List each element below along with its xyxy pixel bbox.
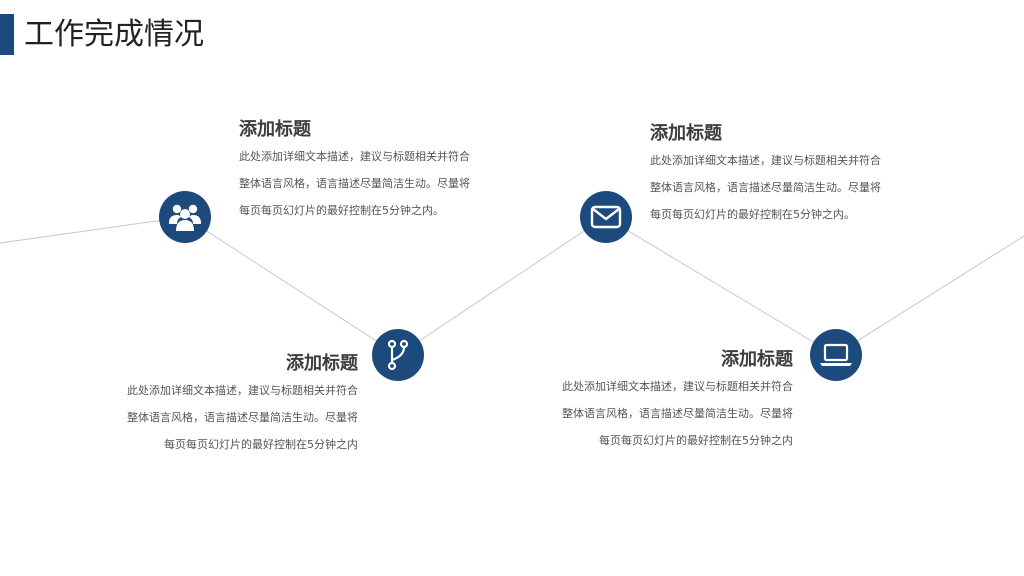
branch-icon [387,339,409,371]
block-line: 每页每页幻灯片的最好控制在5分钟之内 [164,438,358,451]
mail-icon [590,205,622,229]
block-line: 整体语言风格，语言描述尽量简洁生动。尽量将 [127,411,358,424]
block-line: 整体语言风格，语言描述尽量简洁生动。尽量将 [650,181,881,194]
block-line: 此处添加详细文本描述，建议与标题相关并符合 [650,154,881,167]
text-block-4: 添加标题 此处添加详细文本描述，建议与标题相关并符合 整体语言风格，语言描述尽量… [553,347,793,454]
laptop-icon [820,343,852,366]
text-block-2: 添加标题 此处添加详细文本描述，建议与标题相关并符合 整体语言风格，语言描述尽量… [118,351,358,458]
page-title: 工作完成情况 [24,17,204,52]
block-line: 每页每页幻灯片的最好控制在5分钟之内 [599,434,793,447]
block-title: 添加标题 [239,119,311,140]
zigzag-line [0,216,1024,356]
block-title: 添加标题 [650,123,722,144]
block-line: 整体语言风格，语言描述尽量简洁生动。尽量将 [562,407,793,420]
block-title: 添加标题 [721,349,793,370]
text-block-1: 添加标题 此处添加详细文本描述，建议与标题相关并符合 整体语言风格，语言描述尽量… [239,117,479,224]
block-line: 每页每页幻灯片的最好控制在5分钟之内。 [239,204,444,217]
block-line: 整体语言风格，语言描述尽量简洁生动。尽量将 [239,177,470,190]
block-line: 此处添加详细文本描述，建议与标题相关并符合 [127,384,358,397]
block-title: 添加标题 [286,353,358,374]
node-laptop [810,329,862,381]
node-mail [580,191,632,243]
block-line: 每页每页幻灯片的最好控制在5分钟之内。 [650,208,855,221]
block-line: 此处添加详细文本描述，建议与标题相关并符合 [562,380,793,393]
node-users [159,191,211,243]
users-icon [169,204,201,231]
node-branch [372,329,424,381]
title-accent-bar [0,14,14,55]
block-line: 此处添加详细文本描述，建议与标题相关并符合 [239,150,470,163]
text-block-3: 添加标题 此处添加详细文本描述，建议与标题相关并符合 整体语言风格，语言描述尽量… [650,121,890,228]
